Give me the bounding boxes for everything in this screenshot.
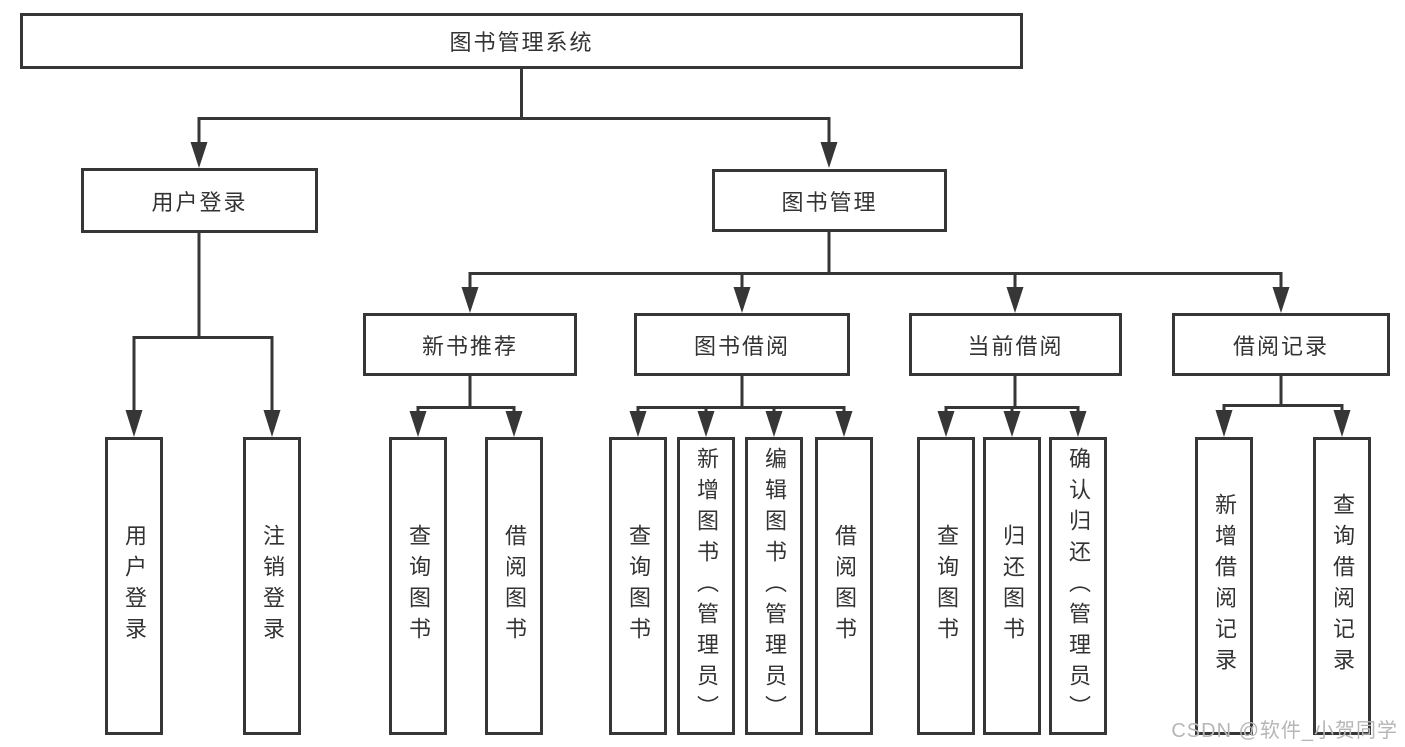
- leaf-borrowing-query-books-label: 查询图书: [626, 524, 651, 648]
- node-user-login-label: 用户登录: [151, 189, 248, 215]
- leaf-current-return-books-label: 归还图书: [1000, 524, 1025, 648]
- leaf-borrowing-query-books: 查询图书: [609, 437, 667, 735]
- connector-book-mgmt: [468, 232, 1283, 288]
- node-current-borrowing-label: 当前借阅: [967, 333, 1064, 359]
- arrowheads: [125, 142, 1351, 437]
- node-borrowing-records-label: 借阅记录: [1232, 333, 1329, 359]
- node-root-label: 图书管理系统: [449, 30, 594, 55]
- csdn-watermark: CSDN @软件_小贺同学: [1171, 720, 1398, 742]
- leaf-newrec-query-books: 查询图书: [389, 437, 447, 735]
- leaf-borrowing-edit-books-admin-label: 编辑图书（管理员）: [762, 446, 787, 726]
- leaf-records-add-record-label: 新增借阅记录: [1212, 493, 1237, 679]
- node-book-borrowing: 图书借阅: [634, 313, 850, 376]
- node-current-borrowing: 当前借阅: [909, 313, 1122, 376]
- leaf-logout-label: 注销登录: [260, 524, 285, 648]
- connector-current: [944, 376, 1080, 412]
- connector-root: [197, 69, 831, 143]
- leaf-current-query-books: 查询图书: [917, 437, 975, 735]
- node-book-management: 图书管理: [712, 169, 947, 232]
- node-new-book-recommend: 新书推荐: [363, 313, 577, 376]
- node-borrowing-records: 借阅记录: [1172, 313, 1390, 376]
- leaf-current-confirm-return-admin: 确认归还（管理员）: [1049, 437, 1107, 735]
- leaf-user-login: 用户登录: [105, 437, 163, 735]
- connector-user-login: [132, 233, 274, 411]
- leaf-newrec-query-books-label: 查询图书: [406, 524, 431, 648]
- node-user-login: 用户登录: [81, 168, 318, 233]
- leaf-records-query-record: 查询借阅记录: [1313, 437, 1371, 735]
- leaf-borrowing-add-books-admin: 新增图书（管理员）: [677, 437, 735, 735]
- node-book-borrowing-label: 图书借阅: [693, 333, 790, 359]
- leaf-current-query-books-label: 查询图书: [934, 524, 959, 648]
- leaf-borrowing-borrow-books: 借阅图书: [815, 437, 873, 735]
- leaf-current-confirm-return-admin-label: 确认归还（管理员）: [1066, 446, 1091, 726]
- node-root: 图书管理系统: [20, 13, 1023, 69]
- node-new-book-recommend-label: 新书推荐: [421, 333, 518, 359]
- node-book-management-label: 图书管理: [781, 189, 878, 215]
- connector-new-rec: [416, 376, 516, 412]
- leaf-newrec-borrow-books-label: 借阅图书: [502, 524, 527, 648]
- connector-records: [1222, 374, 1344, 411]
- leaf-borrowing-add-books-admin-label: 新增图书（管理员）: [694, 446, 719, 726]
- leaf-records-add-record: 新增借阅记录: [1195, 437, 1253, 735]
- leaf-user-login-label: 用户登录: [122, 524, 147, 648]
- leaf-borrowing-edit-books-admin: 编辑图书（管理员）: [745, 437, 803, 735]
- connector-borrowing: [636, 376, 846, 412]
- leaf-current-return-books: 归还图书: [983, 437, 1041, 735]
- leaf-borrowing-borrow-books-label: 借阅图书: [832, 524, 857, 648]
- leaf-records-query-record-label: 查询借阅记录: [1330, 493, 1355, 679]
- leaf-newrec-borrow-books: 借阅图书: [485, 437, 543, 735]
- leaf-logout: 注销登录: [243, 437, 301, 735]
